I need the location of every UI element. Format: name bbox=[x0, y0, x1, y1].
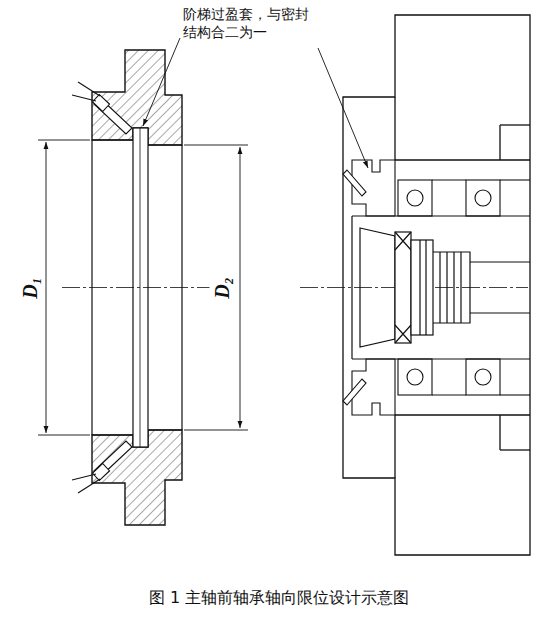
leader-line bbox=[143, 38, 368, 168]
dimension-label: D₂ bbox=[210, 275, 235, 300]
ball-bearing bbox=[398, 180, 530, 395]
callout-note: 阶梯过盈套，与密封 结构合二为一 bbox=[183, 6, 315, 41]
housing bbox=[343, 15, 530, 555]
center-line bbox=[62, 287, 528, 288]
stepped-sleeve bbox=[343, 160, 395, 415]
spindle bbox=[352, 216, 530, 359]
dimension-lines bbox=[38, 140, 248, 435]
dimension-label: D₁ bbox=[18, 275, 43, 300]
figure-caption: 图 1 主轴前轴承轴向限位设计示意图 bbox=[149, 588, 409, 609]
